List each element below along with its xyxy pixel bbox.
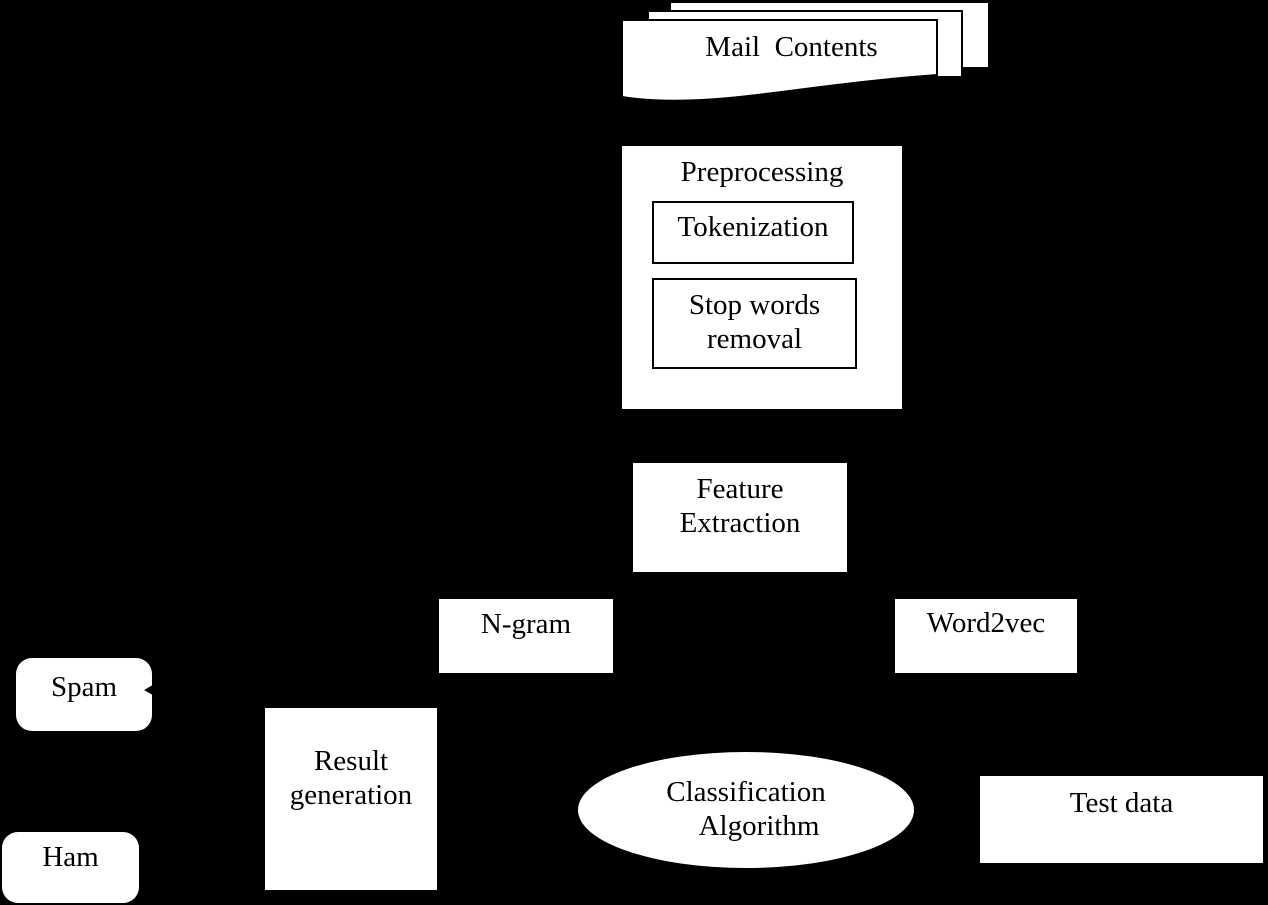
test-data-box: Test data [980,776,1263,863]
feature-extraction-label-line1: Feature [696,473,784,505]
spam-box: Spam [16,658,152,731]
stop-words-removal-label-line1: Stop words [688,289,821,321]
result-generation-label-line1: Result [313,745,389,777]
preprocessing-label: Preprocessing [680,156,844,188]
document-page-front [621,19,938,102]
result-generation-box: Result generation [265,708,437,890]
n-gram-box: N-gram [439,599,613,673]
spam-label: Spam [50,671,118,703]
word2vec-label: Word2vec [926,607,1046,639]
classification-algorithm-ellipse: Classification Algorithm [578,752,914,868]
classification-algorithm-label-line2: Algorithm [698,810,820,842]
test-data-label: Test data [1069,787,1174,819]
feature-extraction-label-line2: Extraction [679,507,801,539]
ham-box: Ham [2,832,139,903]
ham-label: Ham [42,841,99,873]
result-generation-label-line2: generation [289,779,413,811]
arrowhead-into-spam-icon [144,682,158,698]
word2vec-box: Word2vec [895,599,1077,673]
stop-words-removal-label-line2: removal [706,323,802,355]
stop-words-removal-box: Stop words removal [652,278,857,369]
tokenization-box: Tokenization [652,201,854,264]
n-gram-label: N-gram [480,608,572,640]
mail-contents-label: Mail Contents [705,31,878,63]
feature-extraction-box: Feature Extraction [633,463,847,572]
tokenization-label: Tokenization [677,211,829,243]
classification-algorithm-label-line1: Classification [666,776,826,808]
